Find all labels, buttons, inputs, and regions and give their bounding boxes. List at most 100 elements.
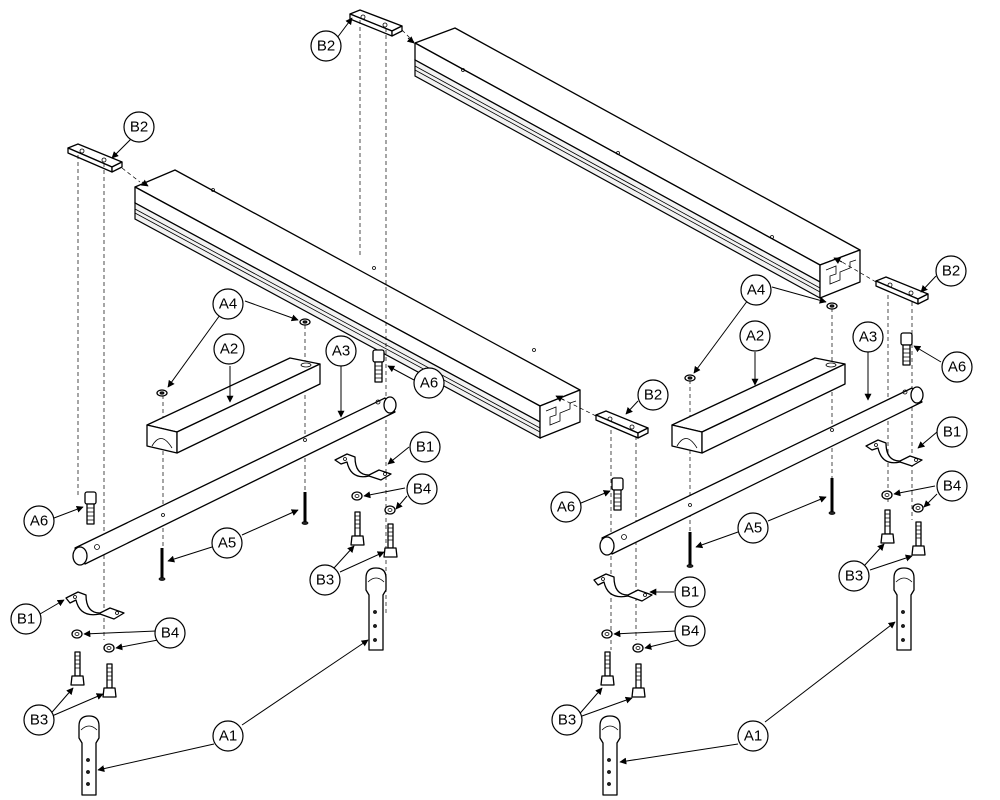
bolt-a6-right-upper (900, 332, 913, 366)
svg-text:B3: B3 (316, 572, 334, 589)
svg-text:B4: B4 (413, 481, 431, 498)
svg-text:A3: A3 (332, 343, 350, 360)
svg-text:B3: B3 (558, 712, 576, 729)
bolt-b3-right-3 (600, 651, 615, 686)
callout-b1-right-upper: B1 (936, 416, 968, 448)
svg-text:B1: B1 (17, 611, 35, 628)
plate-b2-left (67, 143, 149, 187)
svg-text:B4: B4 (681, 623, 699, 640)
bolt-b3-left-4 (102, 663, 117, 698)
svg-text:B1: B1 (416, 439, 434, 456)
svg-text:B2: B2 (644, 387, 662, 404)
svg-text:A5: A5 (744, 520, 762, 537)
clamp-b1-left-upper (334, 453, 392, 481)
washer-b4-right-4 (632, 643, 644, 653)
callout-b2-left: B2 (123, 111, 155, 143)
clamp-b1-right-lower (593, 573, 653, 602)
callout-b3-left-upper: B3 (309, 564, 341, 596)
screw-a5-left-2 (301, 492, 309, 525)
callout-a2-left: A2 (213, 333, 245, 365)
callout-b4-right-upper: B4 (936, 470, 968, 502)
screw-a5-right-1 (686, 532, 694, 568)
nut-a4-right-2 (826, 302, 838, 310)
washer-b4-left-2 (384, 505, 396, 515)
back-rail (414, 27, 861, 300)
svg-text:B1: B1 (681, 584, 699, 601)
nut-a4-left-1 (156, 389, 168, 397)
post-a1-left-lower (78, 715, 100, 796)
washer-b4-left-3 (71, 629, 83, 639)
callout-b4-left-lower: B4 (154, 617, 186, 649)
svg-text:A4: A4 (747, 282, 765, 299)
svg-text:A6: A6 (557, 499, 575, 516)
screw-a5-left-1 (158, 548, 166, 581)
tube-a3-left (72, 396, 397, 566)
callout-a1-left: A1 (212, 720, 244, 752)
svg-text:A4: A4 (219, 296, 237, 313)
callout-b4-right-lower: B4 (674, 615, 706, 647)
post-a1-right-upper (893, 567, 915, 651)
callout-a6-right-lower: A6 (550, 491, 582, 523)
washer-b4-right-1 (881, 490, 893, 500)
front-rail (134, 169, 581, 440)
svg-text:B1: B1 (943, 424, 961, 441)
svg-text:A1: A1 (744, 728, 762, 745)
bolt-b3-left-3 (70, 651, 85, 686)
svg-text:A2: A2 (220, 341, 238, 358)
post-a1-left-upper (365, 567, 387, 651)
plate-b2-top (349, 9, 415, 44)
callout-a6-left-upper: A6 (413, 367, 445, 399)
nut-a4-left-2 (299, 318, 311, 326)
bolt-b3-left-1 (350, 511, 365, 546)
svg-text:B4: B4 (943, 478, 961, 495)
bolt-b3-right-2 (911, 521, 926, 556)
clamp-b1-right-upper (865, 439, 923, 467)
clamp-b1-left-lower (65, 591, 125, 620)
screw-a5-right-2 (828, 478, 836, 515)
nut-a4-right-1 (684, 374, 696, 382)
callout-a3-left: A3 (325, 335, 357, 367)
callout-a4-right: A4 (740, 274, 772, 306)
washer-b4-left-1 (351, 491, 363, 501)
callout-a3-right: A3 (852, 321, 884, 353)
callout-b1-left-upper: B1 (409, 431, 441, 463)
bracket-a2-left (146, 357, 321, 454)
callout-b1-right-lower: B1 (674, 576, 706, 608)
washer-b4-right-2 (912, 503, 924, 513)
svg-text:B2: B2 (317, 38, 335, 55)
post-a1-right-lower (599, 715, 621, 796)
svg-text:A6: A6 (948, 359, 966, 376)
washer-b4-right-3 (601, 629, 613, 639)
svg-text:A6: A6 (30, 513, 48, 530)
svg-text:B3: B3 (845, 568, 863, 585)
callout-b1-left-lower: B1 (10, 603, 42, 635)
callout-b4-left-upper: B4 (406, 473, 438, 505)
bolt-b3-right-4 (631, 663, 646, 698)
bolt-a6-right-lower (611, 477, 624, 511)
svg-text:A1: A1 (219, 728, 237, 745)
svg-text:B2: B2 (942, 263, 960, 280)
callout-b3-right-upper: B3 (838, 560, 870, 592)
svg-text:B3: B3 (30, 712, 48, 729)
callout-a5-left: A5 (211, 527, 243, 559)
svg-text:A2: A2 (746, 328, 764, 345)
svg-text:A6: A6 (420, 375, 438, 392)
bolt-a6-left-upper (372, 349, 385, 383)
callout-a4-left: A4 (212, 288, 244, 320)
callout-a5-right: A5 (737, 512, 769, 544)
svg-text:A5: A5 (218, 535, 236, 552)
callout-b3-right-lower: B3 (551, 704, 583, 736)
bolt-a6-left-lower (84, 491, 97, 525)
svg-text:B4: B4 (161, 625, 179, 642)
callout-b2-right: B2 (935, 255, 967, 287)
plate-b2-center (555, 395, 649, 439)
callout-a6-right-upper: A6 (941, 351, 973, 383)
svg-text:B2: B2 (130, 119, 148, 136)
callout-b3-left-lower: B3 (23, 704, 55, 736)
bolt-b3-right-1 (880, 509, 895, 544)
callout-a6-left-lower: A6 (23, 505, 55, 537)
callout-b2-top: B2 (310, 30, 342, 62)
callout-a1-right: A1 (737, 720, 769, 752)
tube-a3-right (599, 386, 924, 556)
